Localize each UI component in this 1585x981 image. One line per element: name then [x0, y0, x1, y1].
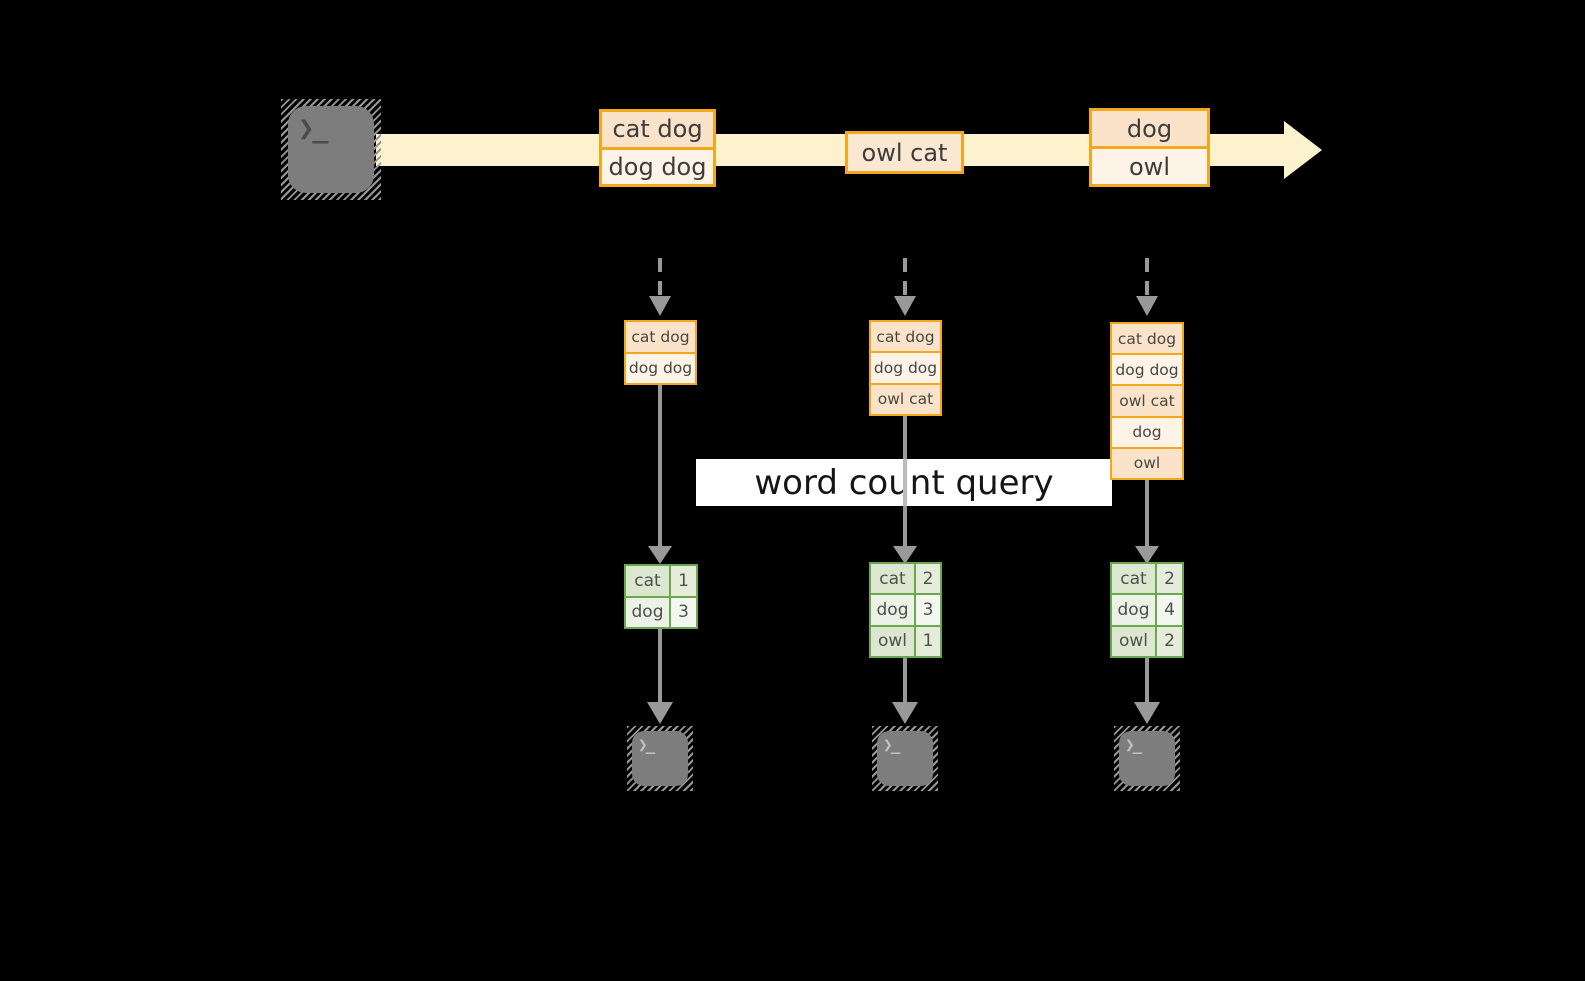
buffer-line: owl cat: [871, 382, 940, 414]
table-row: cat 2: [1112, 564, 1182, 594]
word-cell: dog: [626, 597, 671, 627]
word-cell: dog: [871, 595, 916, 625]
table-row: cat 2: [871, 564, 940, 594]
event-line: dog: [1092, 111, 1207, 146]
ingest-arrow-3: [1145, 258, 1149, 296]
stream-buffer-3: cat dog dog dog owl cat dog owl: [1110, 322, 1184, 480]
down-arrowhead-icon: [649, 296, 671, 316]
down-arrowhead-icon: [648, 546, 672, 564]
table-row: dog 4: [1112, 593, 1182, 625]
query-arrow-1: [658, 384, 662, 546]
count-cell: 4: [1157, 595, 1182, 625]
terminal-icon: ❯_: [872, 726, 938, 791]
stream-event-1: cat dog dog dog: [599, 109, 716, 187]
word-cell: cat: [626, 566, 671, 596]
table-row: dog 3: [626, 595, 696, 627]
stream-event-2: owl cat: [845, 131, 964, 174]
stream-event-3: dog owl: [1089, 108, 1210, 187]
event-line: dog dog: [602, 146, 713, 184]
terminal-icon: ❯_: [1114, 726, 1180, 791]
terminal-prompt-icon: ❯_: [298, 113, 328, 144]
word-cell: cat: [1112, 564, 1157, 594]
count-cell: 1: [916, 626, 940, 656]
terminal-icon: ❯_: [281, 99, 381, 200]
table-row: owl 2: [1112, 624, 1182, 656]
event-line: owl cat: [848, 134, 961, 171]
query-arrow-2-over-bar: [903, 459, 907, 506]
event-line: owl: [1092, 146, 1207, 184]
table-row: owl 1: [871, 624, 940, 656]
buffer-line: cat dog: [871, 322, 940, 352]
count-cell: 3: [671, 597, 696, 627]
down-arrowhead-icon: [894, 296, 916, 316]
query-arrow-3: [1145, 479, 1149, 546]
count-table-1: cat 1 dog 3: [624, 564, 698, 629]
terminal-icon: ❯_: [627, 726, 693, 791]
output-arrow-1: [658, 629, 662, 702]
terminal-prompt-icon: ❯_: [1125, 735, 1142, 754]
buffer-line: cat dog: [626, 322, 695, 352]
stream-buffer-1: cat dog dog dog: [624, 320, 697, 385]
word-cell: cat: [871, 564, 916, 594]
terminal-prompt-icon: ❯_: [883, 735, 900, 754]
down-arrowhead-icon: [892, 702, 918, 724]
buffer-line: dog dog: [871, 351, 940, 383]
count-table-3: cat 2 dog 4 owl 2: [1110, 562, 1184, 658]
buffer-line: dog: [1112, 415, 1182, 447]
down-arrowhead-icon: [1134, 702, 1160, 724]
buffer-line: dog dog: [626, 351, 695, 383]
word-cell: owl: [871, 626, 916, 656]
output-arrow-3: [1145, 658, 1149, 702]
buffer-line: dog dog: [1112, 353, 1182, 385]
buffer-line: owl: [1112, 446, 1182, 479]
table-row: dog 3: [871, 593, 940, 625]
word-cell: owl: [1112, 626, 1157, 656]
buffer-line: cat dog: [1112, 324, 1182, 354]
down-arrowhead-icon: [1136, 296, 1158, 316]
count-cell: 2: [1157, 564, 1182, 594]
down-arrowhead-icon: [893, 546, 917, 564]
word-cell: dog: [1112, 595, 1157, 625]
count-cell: 2: [916, 564, 940, 594]
count-cell: 3: [916, 595, 940, 625]
event-line: cat dog: [602, 112, 713, 147]
terminal-screen: [288, 106, 374, 193]
buffer-line: owl cat: [1112, 384, 1182, 416]
down-arrowhead-icon: [647, 702, 673, 724]
stream-buffer-2: cat dog dog dog owl cat: [869, 320, 942, 416]
ingest-arrow-2: [903, 258, 907, 296]
count-cell: 2: [1157, 626, 1182, 656]
terminal-screen: [877, 731, 933, 786]
down-arrowhead-icon: [1135, 546, 1159, 564]
count-cell: 1: [671, 566, 696, 596]
terminal-screen: [632, 731, 688, 786]
terminal-screen: [1119, 731, 1175, 786]
stream-arrowhead-icon: [1284, 121, 1322, 179]
table-row: cat 1: [626, 566, 696, 596]
ingest-arrow-1: [658, 258, 662, 296]
count-table-2: cat 2 dog 3 owl 1: [869, 562, 942, 658]
output-arrow-2: [903, 658, 907, 702]
terminal-prompt-icon: ❯_: [638, 735, 655, 754]
